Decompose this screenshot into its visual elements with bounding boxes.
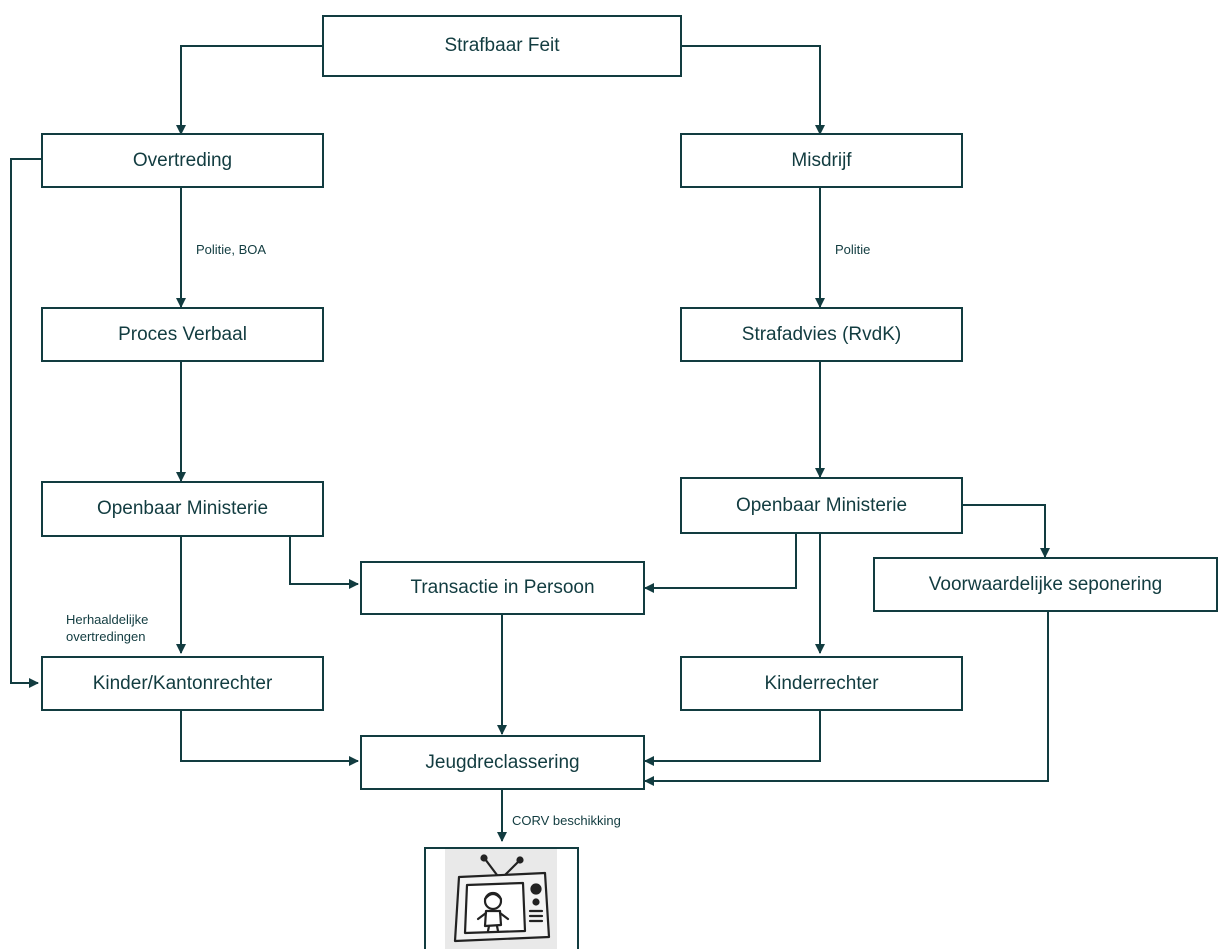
node-voorwaardelijke-seponering: Voorwaardelijke seponering: [873, 557, 1218, 612]
node-label: Kinderrechter: [764, 672, 879, 694]
node-proces-verbaal: Proces Verbaal: [41, 307, 324, 362]
node-label: Proces Verbaal: [118, 323, 247, 345]
node-om-right: Openbaar Ministerie: [680, 477, 963, 534]
edge-kinderrechter-jr: [644, 710, 821, 766]
node-transactie: Transactie in Persoon: [360, 561, 645, 615]
edge-overtreding-kanton: [10, 158, 42, 688]
node-overtreding: Overtreding: [41, 133, 324, 188]
node-label: Kinder/Kantonrechter: [92, 672, 273, 694]
tv-image-frame: [424, 847, 579, 949]
edge-label-politie: Politie: [835, 242, 871, 257]
node-misdrijf: Misdrijf: [680, 133, 963, 188]
edge-voorwaardelijke-jr: [644, 610, 1049, 786]
node-om-left: Openbaar Ministerie: [41, 481, 324, 537]
node-label: Jeugdreclassering: [425, 751, 580, 773]
edge-label-politie-boa: Politie, BOA: [196, 242, 267, 257]
node-label: Voorwaardelijke seponering: [928, 573, 1163, 595]
edge-feit-misdrijf: [682, 45, 825, 135]
node-label: Openbaar Ministerie: [96, 498, 269, 519]
node-label: Overtreding: [132, 149, 233, 171]
edge-label-corv: CORV beschikking: [512, 813, 621, 828]
node-label: Strafadvies (RvdK): [741, 323, 902, 345]
tv-child-icon: [445, 849, 557, 949]
node-kinderrechter: Kinderrechter: [680, 656, 963, 711]
node-jeugdreclassering: Jeugdreclassering: [360, 735, 645, 790]
edge-omr-transactie: [644, 534, 797, 593]
edge-kanton-jr: [180, 710, 359, 766]
node-strafbaar-feit: Strafbaar Feit: [322, 15, 682, 77]
node-strafadvies: Strafadvies (RvdK): [680, 307, 963, 362]
edge-omr-voorwaardelijke: [963, 504, 1050, 558]
node-label: Strafbaar Feit: [444, 35, 560, 56]
edge-feit-overtreding: [176, 45, 322, 135]
node-label: Transactie in Persoon: [410, 577, 595, 598]
edge-label-line: Herhaaldelijke: [66, 612, 149, 627]
edge-label-line: overtredingen: [66, 629, 146, 644]
node-label: Misdrijf: [791, 149, 852, 171]
edge-label-herhaaldelijke: Herhaaldelijke overtredingen: [66, 611, 148, 645]
node-label: Openbaar Ministerie: [735, 494, 908, 516]
node-kinder-kantonrechter: Kinder/Kantonrechter: [41, 656, 324, 711]
edge-om-transactie: [289, 537, 359, 589]
